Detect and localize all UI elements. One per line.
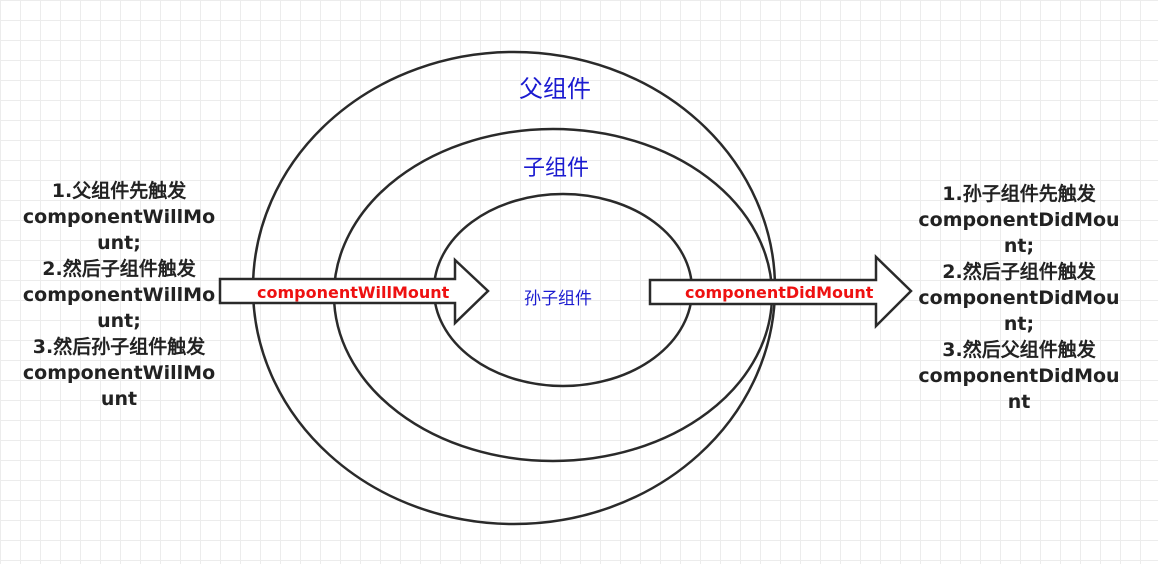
will-mount-order-note: 1.父组件先触发 componentWillMo unt; 2.然后子组件触发 … <box>14 178 224 412</box>
note-line: componentWillMo <box>22 206 216 228</box>
note-line: 1.父组件先触发 <box>51 180 187 202</box>
child-component-label: 子组件 <box>523 156 590 181</box>
note-line: 1.孙子组件先触发 <box>942 183 1096 205</box>
note-line: 2.然后子组件触发 <box>42 258 196 280</box>
will-mount-arrow <box>218 257 490 326</box>
note-line: componentWillMo <box>22 362 216 384</box>
note-line: componentWillMo <box>22 284 216 306</box>
note-line: unt; <box>97 310 141 332</box>
note-line: nt <box>1007 391 1031 413</box>
note-line: 3.然后孙子组件触发 <box>32 336 206 358</box>
note-line: nt; <box>1003 235 1035 257</box>
note-line: nt; <box>1003 313 1035 335</box>
note-line: 2.然后子组件触发 <box>942 261 1096 283</box>
note-line: componentDidMou <box>918 209 1120 231</box>
note-line: unt; <box>97 232 141 254</box>
note-line: componentDidMou <box>918 287 1120 309</box>
note-line: 3.然后父组件触发 <box>942 339 1096 361</box>
did-mount-order-note: 1.孙子组件先触发 componentDidMou nt; 2.然后子组件触发 … <box>914 181 1124 415</box>
will-mount-arrow-label: componentWillMount <box>257 283 450 302</box>
note-line: componentDidMou <box>918 365 1120 387</box>
grandchild-component-label: 孙子组件 <box>524 289 592 309</box>
note-line: unt <box>100 388 138 410</box>
did-mount-arrow <box>648 254 913 330</box>
did-mount-arrow-label: componentDidMount <box>685 283 874 302</box>
parent-component-label: 父组件 <box>519 75 591 103</box>
